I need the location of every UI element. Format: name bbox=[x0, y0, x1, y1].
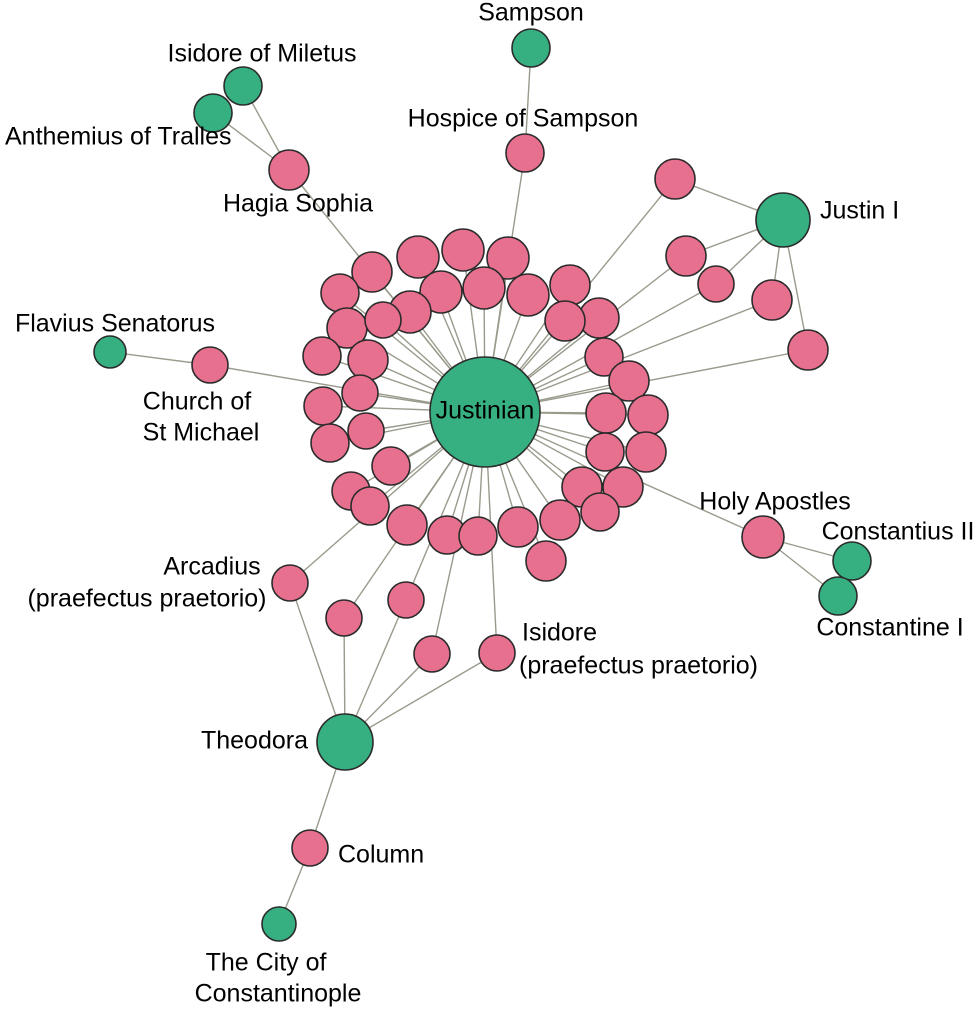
graph-node-flavius_senatorus[interactable] bbox=[93, 335, 127, 369]
graph-node-j3[interactable] bbox=[697, 265, 735, 303]
graph-node-justinian[interactable] bbox=[429, 356, 541, 468]
graph-node-r32[interactable] bbox=[386, 504, 428, 546]
graph-node-r30[interactable] bbox=[602, 466, 644, 508]
graph-node-sampson[interactable] bbox=[511, 28, 551, 68]
graph-node-r21[interactable] bbox=[585, 392, 627, 434]
graph-node-isidore_praefectus[interactable] bbox=[478, 634, 516, 672]
graph-node-constantius_ii[interactable] bbox=[832, 541, 872, 581]
node-label-text: Column bbox=[338, 841, 424, 869]
graph-node-r13[interactable] bbox=[364, 301, 402, 339]
graph-node-r2[interactable] bbox=[441, 228, 485, 272]
graph-node-r35[interactable] bbox=[497, 506, 539, 548]
graph-node-r36[interactable] bbox=[539, 499, 581, 541]
graph-node-r1[interactable] bbox=[396, 235, 440, 279]
graph-node-t1[interactable] bbox=[325, 599, 363, 637]
graph-node-r23[interactable] bbox=[310, 423, 350, 463]
graph-node-j4[interactable] bbox=[751, 279, 793, 321]
graph-node-isidore_of_miletus[interactable] bbox=[223, 66, 263, 106]
graph-node-r38[interactable] bbox=[525, 540, 567, 582]
graph-node-arcadius[interactable] bbox=[271, 564, 309, 602]
graph-node-j2[interactable] bbox=[665, 235, 707, 277]
graph-node-justin_i[interactable] bbox=[755, 192, 811, 248]
graph-node-r26[interactable] bbox=[625, 431, 667, 473]
graph-node-r25[interactable] bbox=[585, 432, 625, 472]
node-label-text: Constantius II bbox=[822, 518, 975, 546]
node-label-text: Isidore bbox=[522, 619, 597, 647]
node-label-text: Constantinople bbox=[195, 980, 362, 1008]
graph-node-r28[interactable] bbox=[371, 446, 411, 486]
graph-node-r5[interactable] bbox=[419, 270, 463, 314]
graph-node-r8[interactable] bbox=[549, 264, 591, 306]
node-label-text: The City of bbox=[206, 949, 327, 977]
graph-node-j5[interactable] bbox=[787, 329, 829, 371]
graph-node-r3[interactable] bbox=[486, 236, 530, 280]
graph-node-r20[interactable] bbox=[341, 374, 379, 412]
graph-edge bbox=[344, 652, 498, 743]
graph-node-j1[interactable] bbox=[654, 158, 696, 200]
graph-node-r14[interactable] bbox=[544, 300, 586, 342]
node-label-text: Justinian bbox=[436, 397, 535, 425]
graph-node-r9[interactable] bbox=[320, 273, 360, 313]
graph-node-hagia_sophia[interactable] bbox=[268, 149, 310, 191]
node-label-text: Sampson bbox=[478, 0, 584, 27]
node-label-text: Arcadius bbox=[163, 553, 260, 581]
node-label-text: Justin I bbox=[820, 197, 899, 225]
graph-node-t2[interactable] bbox=[387, 581, 425, 619]
node-label-text: (praefectus praetorio) bbox=[519, 652, 758, 680]
graph-node-r31[interactable] bbox=[350, 486, 390, 526]
graph-node-column[interactable] bbox=[291, 829, 329, 867]
node-label-text: Constantine I bbox=[816, 614, 963, 642]
nodes-layer bbox=[93, 28, 872, 942]
node-label-text: St Michael bbox=[143, 419, 260, 447]
graph-node-r6[interactable] bbox=[462, 266, 506, 310]
graph-node-r18[interactable] bbox=[608, 360, 650, 402]
graph-node-r7[interactable] bbox=[506, 273, 550, 317]
graph-node-the_city_of_constantinople[interactable] bbox=[261, 906, 297, 942]
graph-node-r16[interactable] bbox=[347, 339, 389, 381]
node-label-text: (praefectus praetorio) bbox=[27, 585, 266, 613]
node-label-text: Flavius Senatorus bbox=[15, 310, 215, 338]
node-label-text: Church of bbox=[143, 388, 251, 416]
graph-node-r22[interactable] bbox=[627, 394, 669, 436]
graph-node-church_of_st_michael[interactable] bbox=[191, 346, 229, 384]
graph-node-r4[interactable] bbox=[351, 251, 393, 293]
node-label-text: Isidore of Miletus bbox=[168, 40, 357, 68]
graph-node-r17[interactable] bbox=[584, 337, 624, 377]
node-label-text: Hospice of Sampson bbox=[408, 105, 639, 133]
edges-layer bbox=[109, 47, 853, 925]
node-label-text: Theodora bbox=[201, 727, 308, 755]
graph-node-anthemius_of_tralles[interactable] bbox=[193, 93, 233, 133]
graph-node-t3[interactable] bbox=[413, 635, 451, 673]
graph-node-hospice_of_sampson[interactable] bbox=[505, 133, 545, 173]
node-label-text: Holy Apostles bbox=[699, 488, 850, 516]
graph-node-r19[interactable] bbox=[303, 386, 343, 426]
graph-node-r37[interactable] bbox=[580, 492, 620, 532]
graph-node-r24[interactable] bbox=[347, 412, 385, 450]
graph-node-theodora[interactable] bbox=[316, 713, 374, 771]
graph-node-constantine_i[interactable] bbox=[818, 576, 858, 616]
graph-node-r34[interactable] bbox=[458, 516, 498, 556]
node-label-text: Anthemius of Tralles bbox=[5, 123, 232, 151]
graph-node-r15[interactable] bbox=[302, 336, 342, 376]
node-label-text: Hagia Sophia bbox=[223, 190, 373, 218]
graph-node-holy_apostles[interactable] bbox=[741, 515, 785, 559]
